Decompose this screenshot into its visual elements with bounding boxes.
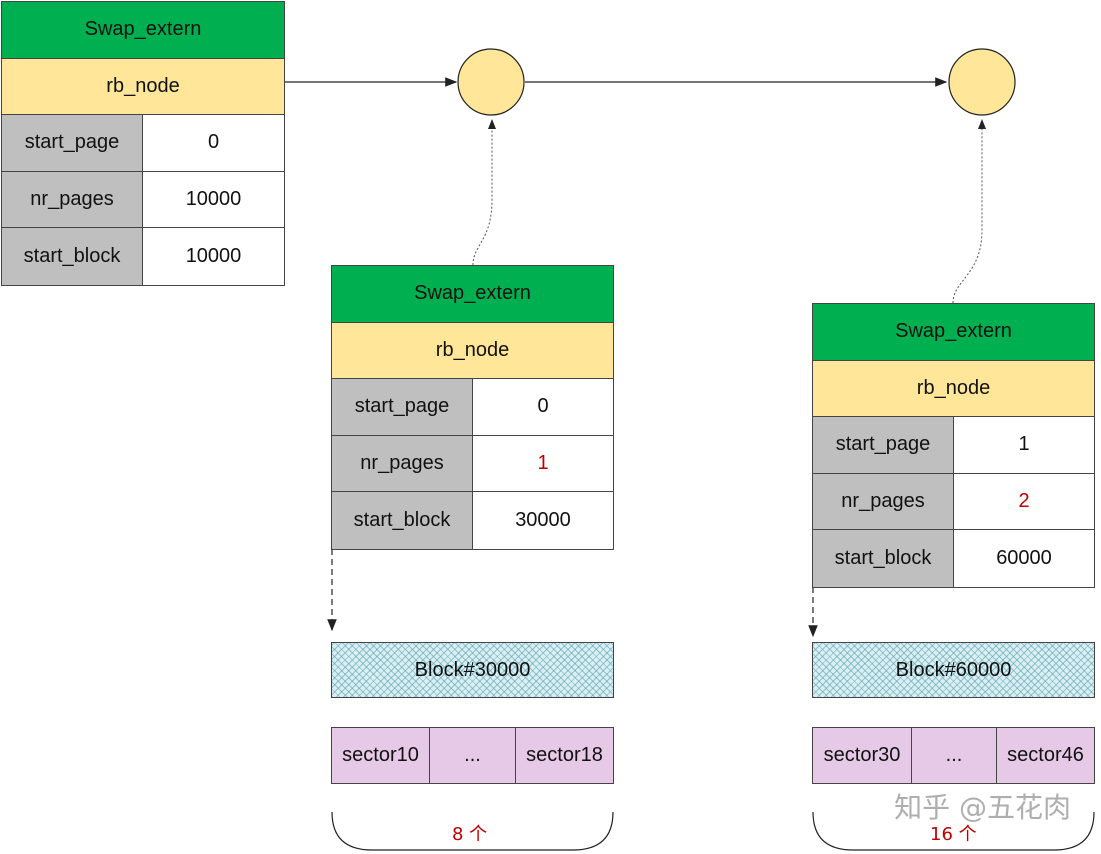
root-field-value: 0 <box>143 115 284 171</box>
root-rb-node: rb_node <box>2 58 284 114</box>
extent1-swap-extern: Swap_extern rb_node start_page 0 nr_page… <box>331 265 614 550</box>
extent1-field-value: 0 <box>473 379 613 435</box>
sector-cell: sector30 <box>813 728 912 783</box>
extent1-node-link <box>472 119 496 266</box>
extent1-block: Block#30000 <box>331 642 614 698</box>
extent2-sector-brace <box>812 811 1095 851</box>
sector-cell: sector10 <box>332 728 430 783</box>
sector-cell: ... <box>912 728 997 783</box>
root-field-value: 10000 <box>143 228 284 285</box>
watermark: 知乎 @五花肉 <box>894 791 1071 824</box>
extent1-field-value: 1 <box>473 435 613 491</box>
extent2-node-link <box>952 119 986 304</box>
extent1-sector-count: 8 个 <box>452 824 488 845</box>
sector-cell: sector18 <box>516 728 613 783</box>
extent2-swap-extern: Swap_extern rb_node start_page 1 nr_page… <box>812 303 1095 588</box>
extent2-sector-count: 16 个 <box>930 824 977 845</box>
extent1-rb-node: rb_node <box>332 322 613 378</box>
extent2-field-value: 2 <box>954 473 1094 529</box>
rb-node-circle-1 <box>457 48 525 116</box>
extent1-sectors: sector10 ... sector18 <box>331 727 614 784</box>
root-title: Swap_extern <box>2 2 284 58</box>
extent1-field-name: start_block <box>332 492 473 549</box>
root-field-value: 10000 <box>143 171 284 227</box>
extent1-field-name: start_page <box>332 379 473 435</box>
extent1-title: Swap_extern <box>332 266 613 322</box>
extent2-field-name: nr_pages <box>813 473 954 529</box>
extent2-field-value: 1 <box>954 417 1094 473</box>
rb-node-circle-2 <box>948 48 1016 116</box>
extent2-title: Swap_extern <box>813 304 1094 360</box>
extent2-field-value: 60000 <box>954 530 1094 587</box>
sector-cell: sector46 <box>997 728 1094 783</box>
extent1-sector-brace <box>331 811 614 851</box>
extent1-field-value: 30000 <box>473 492 613 549</box>
extent2-field-name: start_page <box>813 417 954 473</box>
extent2-field-name: start_block <box>813 530 954 587</box>
extent2-block: Block#60000 <box>812 642 1095 698</box>
root-swap-extern: Swap_extern rb_node start_page 0 nr_page… <box>1 1 285 286</box>
extent2-rb-node: rb_node <box>813 360 1094 416</box>
root-field-name: start_block <box>2 228 143 285</box>
root-field-name: nr_pages <box>2 171 143 227</box>
extent1-field-name: nr_pages <box>332 435 473 491</box>
extent2-sectors: sector30 ... sector46 <box>812 727 1095 784</box>
root-field-name: start_page <box>2 115 143 171</box>
sector-cell: ... <box>430 728 516 783</box>
